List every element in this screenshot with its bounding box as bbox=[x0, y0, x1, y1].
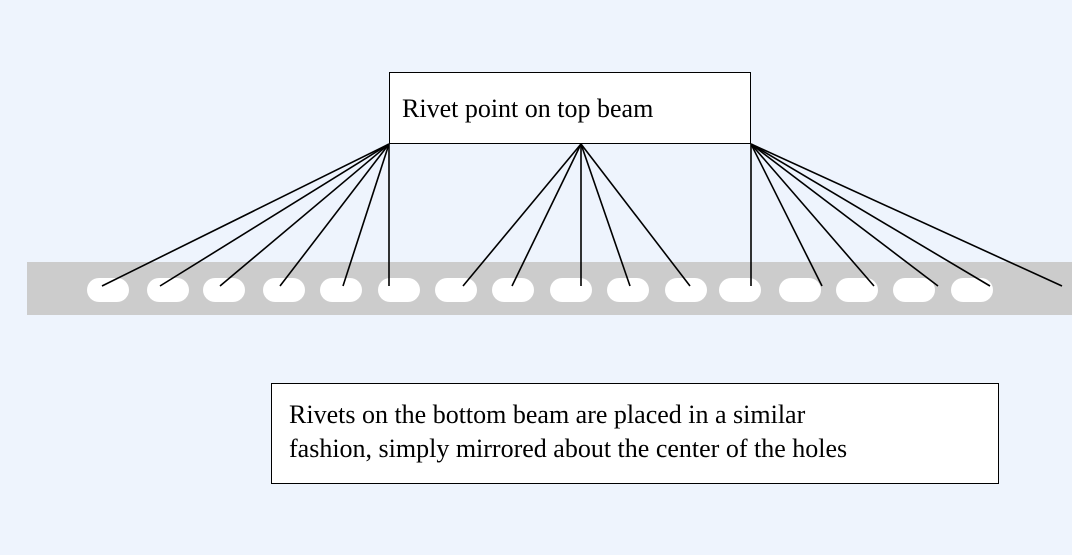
beam-hole bbox=[719, 278, 761, 302]
leader-line bbox=[750, 143, 875, 287]
leader-line bbox=[580, 143, 631, 287]
leader-line bbox=[750, 143, 991, 287]
leader-line bbox=[159, 143, 390, 287]
beam-hole bbox=[87, 278, 129, 302]
beam-hole bbox=[320, 278, 362, 302]
beam-hole bbox=[550, 278, 592, 302]
leader-line bbox=[750, 143, 939, 287]
beam-hole bbox=[147, 278, 189, 302]
leader-line bbox=[511, 143, 582, 287]
leader-line bbox=[580, 143, 691, 287]
leader-line bbox=[101, 143, 390, 287]
bottom-note-line-2: fashion, simply mirrored about the cente… bbox=[289, 434, 848, 463]
leader-line bbox=[462, 143, 582, 287]
beam-hole bbox=[893, 278, 935, 302]
beam-hole bbox=[378, 278, 420, 302]
beam-hole bbox=[951, 278, 993, 302]
top-beam-callout: Rivet point on top beam bbox=[389, 72, 751, 144]
leader-line bbox=[750, 143, 1063, 287]
beam-hole bbox=[779, 278, 821, 302]
leader-line bbox=[219, 143, 390, 287]
perforated-beam bbox=[27, 262, 1072, 315]
leader-line bbox=[279, 143, 390, 287]
leader-line bbox=[342, 143, 390, 287]
bottom-beam-note: Rivets on the bottom beam are placed in … bbox=[271, 383, 999, 484]
beam-hole bbox=[492, 278, 534, 302]
beam-hole bbox=[435, 278, 477, 302]
bottom-note-line-1: Rivets on the bottom beam are placed in … bbox=[289, 400, 806, 429]
leader-line bbox=[750, 143, 823, 287]
